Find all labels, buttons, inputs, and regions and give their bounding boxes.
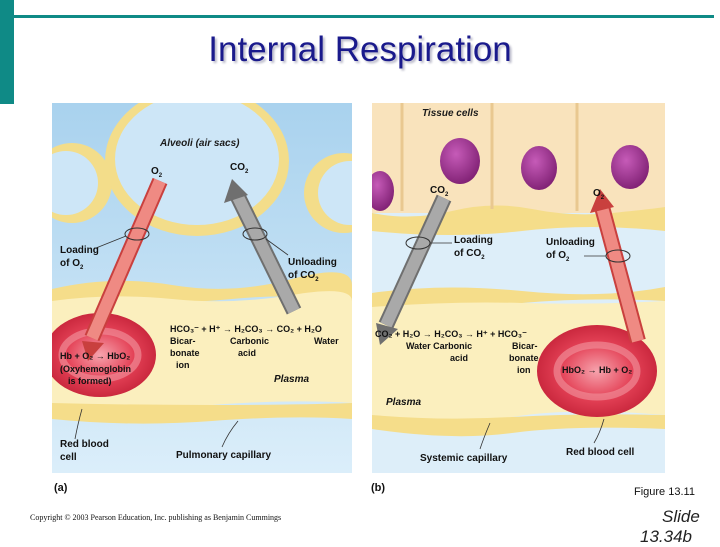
co2-arrow-head xyxy=(376,323,398,345)
carbonic-acid-label-1: Carbonic xyxy=(230,336,269,346)
oxyhemoglobin-label-1: (Oxyhemoglobin xyxy=(60,364,131,374)
panel-a-tag: (a) xyxy=(54,482,68,494)
carbonic-acid-label-2: acid xyxy=(238,348,256,358)
unloading-label-line1: Unloading xyxy=(288,257,337,268)
accent-rule xyxy=(14,15,714,18)
rbc-label-2: cell xyxy=(60,452,77,463)
co2-label: CO2 xyxy=(230,162,249,175)
figure-label: Figure 13.11 xyxy=(634,486,695,498)
bicarbonate-label-3: ion xyxy=(176,360,190,370)
slide-number-value: 13.34b xyxy=(640,527,692,546)
o2-label: O2 xyxy=(593,188,605,201)
loading-marker xyxy=(124,227,150,241)
o2-label: O2 xyxy=(151,166,163,179)
unloading-leader xyxy=(265,238,289,256)
bicarbonate-label-1: Bicar- xyxy=(170,336,196,346)
copyright-notice: Copyright © 2003 Pearson Education, Inc.… xyxy=(30,513,282,522)
rbc-equation: Hb + O₂ → HbO₂ xyxy=(60,351,130,361)
o2-arrow-head xyxy=(82,341,104,361)
unloading-label-line1: Unloading xyxy=(546,237,595,248)
co2-arrow xyxy=(380,195,450,328)
oxyhemoglobin-label-2: is formed) xyxy=(68,376,112,386)
capillary-wall-lower xyxy=(52,403,352,424)
rbc-equation: HbO₂ → Hb + O₂ xyxy=(562,365,632,375)
water-carbonic-label: Water Carbonic xyxy=(406,341,472,351)
nucleus-1 xyxy=(372,171,394,211)
bicarbonate-label-2: bonate xyxy=(170,348,200,358)
systemic-capillary-label: Systemic capillary xyxy=(420,453,508,464)
panel-b-tag: (b) xyxy=(371,482,386,494)
alveolus-right-lumen xyxy=(318,161,352,225)
rbc-label-1: Red blood xyxy=(60,439,109,450)
red-blood-cell xyxy=(537,325,657,417)
o2-arrow-head xyxy=(590,189,614,213)
pulmonary-capillary-label: Pulmonary capillary xyxy=(176,450,271,461)
co2-label: CO2 xyxy=(430,185,449,198)
rbc-concavity xyxy=(553,341,641,401)
o2-arrow xyxy=(596,205,644,343)
tissue-cells-label: Tissue cells xyxy=(422,108,479,119)
rbc-leader xyxy=(74,408,83,440)
bicarbonate-label-1: Bicar- xyxy=(512,341,538,351)
slide-number: Slide 13.34b xyxy=(640,507,700,547)
unloading-label-line2: of CO2 xyxy=(288,270,319,283)
bicarbonate-equation: HCO₃⁻ + H⁺ → H₂CO₃ → CO₂ + H₂O xyxy=(170,324,322,334)
acid-label: acid xyxy=(450,353,468,363)
capillary-leader xyxy=(221,420,239,448)
plasma-label: Plasma xyxy=(386,397,421,408)
nucleus-3 xyxy=(521,146,557,190)
bicarbonate-label-2: bonate xyxy=(509,353,539,363)
loading-label-line2: of CO2 xyxy=(454,248,485,261)
capillary-wall-upper xyxy=(372,287,665,308)
co2-arrow xyxy=(231,192,300,314)
slide-number-label: Slide xyxy=(662,507,700,526)
panel-b-systemic-diagram: Tissue cells CO2 O2 Loading of CO2 Unloa… xyxy=(372,103,665,473)
loading-label-line1: Loading xyxy=(60,245,99,256)
rbc-label: Red blood cell xyxy=(566,447,635,458)
alveoli-label: Alveoli (air sacs) xyxy=(159,138,240,149)
unloading-marker xyxy=(242,227,268,241)
co2-arrow-head xyxy=(224,179,248,203)
loading-label-line1: Loading xyxy=(454,235,493,246)
capillary-leader xyxy=(479,422,491,450)
loading-label-line2: of O2 xyxy=(60,258,84,271)
accent-bar xyxy=(0,0,14,104)
bicarbonate-label-3: ion xyxy=(517,365,531,375)
rbc-leader xyxy=(593,418,605,444)
loading-leader xyxy=(95,235,127,249)
alveolus-left-lumen xyxy=(52,151,98,215)
plasma-label: Plasma xyxy=(274,374,309,385)
panel-a-pulmonary-diagram: Alveoli (air sacs) O2 CO2 Loading of O2 … xyxy=(52,103,352,473)
nucleus-4 xyxy=(611,145,649,189)
nucleus-2 xyxy=(440,138,480,184)
bicarbonate-equation: CO₂ + H₂O → H₂CO₃ → H⁺ + HCO₃⁻ xyxy=(375,329,527,339)
water-label: Water xyxy=(314,336,339,346)
slide-title: Internal Respiration xyxy=(208,30,512,69)
o2-arrow xyxy=(86,178,166,341)
capillary-wall-lower xyxy=(372,414,665,437)
unloading-label-line2: of O2 xyxy=(546,250,570,263)
